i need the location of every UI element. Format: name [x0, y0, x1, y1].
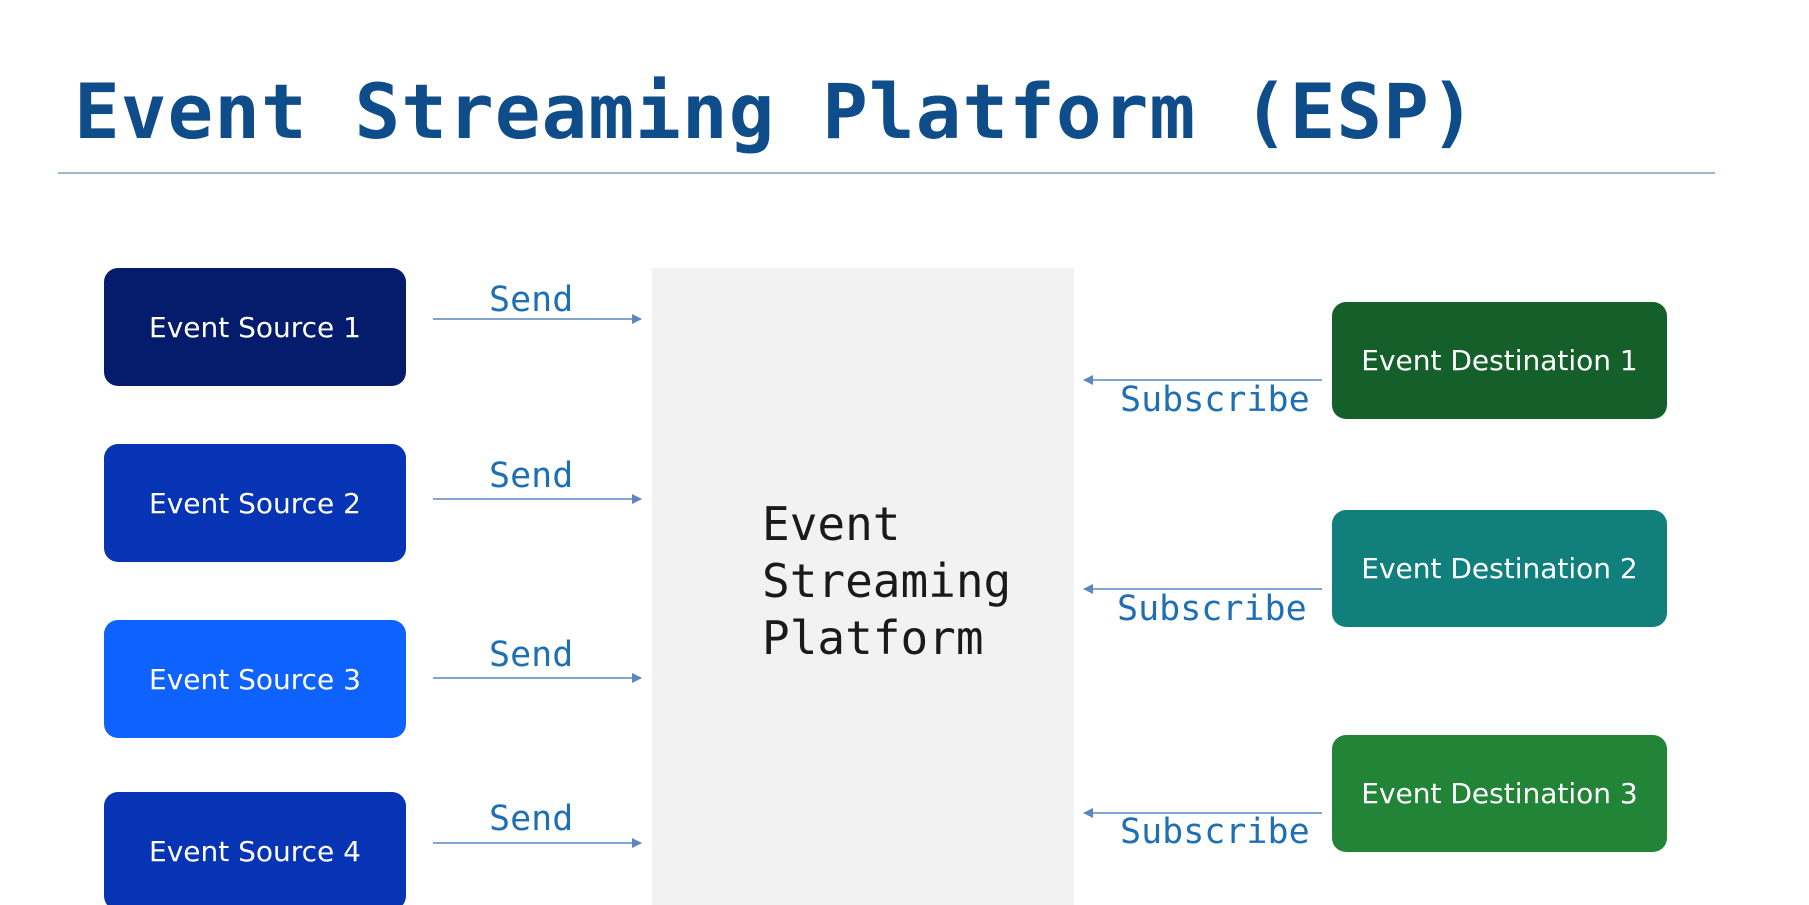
event-destination-2: Event Destination 2 [1332, 510, 1667, 627]
send-label-3: Send [489, 635, 574, 675]
subscribe-label-1: Subscribe [1120, 380, 1310, 420]
event-streaming-platform-box: Event Streaming Platform [652, 268, 1074, 905]
subscribe-label-2: Subscribe [1117, 589, 1307, 629]
event-destination-3: Event Destination 3 [1332, 735, 1667, 852]
subscribe-label-3: Subscribe [1120, 812, 1310, 852]
platform-label: Event Streaming Platform [762, 497, 1012, 665]
send-label-2: Send [489, 456, 574, 496]
event-source-4: Event Source 4 [104, 792, 406, 905]
event-destination-1: Event Destination 1 [1332, 302, 1667, 419]
page-title: Event Streaming Platform (ESP) [74, 67, 1477, 156]
send-label-4: Send [489, 799, 574, 839]
send-label-1: Send [489, 280, 574, 320]
event-source-1: Event Source 1 [104, 268, 406, 386]
event-source-2: Event Source 2 [104, 444, 406, 562]
title-divider [58, 172, 1715, 174]
event-source-3: Event Source 3 [104, 620, 406, 738]
